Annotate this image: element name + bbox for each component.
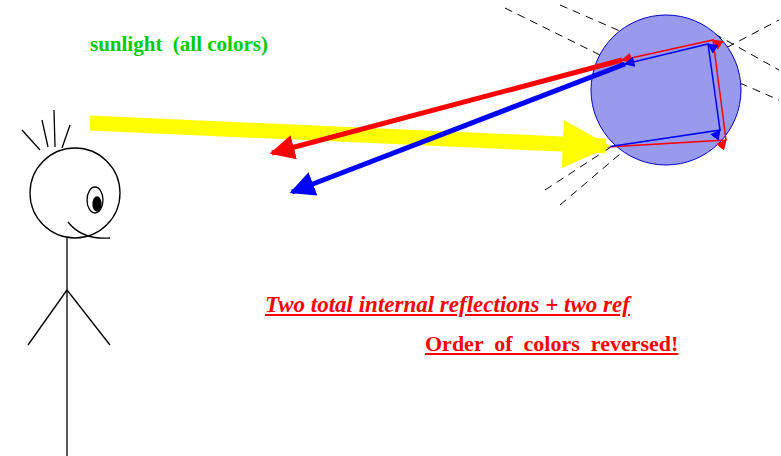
blue-ray-out (292, 64, 625, 192)
red-ray-out (272, 60, 622, 153)
red-ray-inside (607, 40, 726, 147)
order-note: Order of colors reversed! (425, 332, 678, 356)
reflection-note: Two total internal reflections + two ref (265, 292, 630, 317)
construction-lines (505, 5, 779, 205)
sunlight-label: sunlight (all colors) (90, 33, 268, 56)
stick-figure (22, 110, 120, 456)
blue-ray-inside (607, 44, 720, 147)
raindrop (591, 15, 741, 165)
